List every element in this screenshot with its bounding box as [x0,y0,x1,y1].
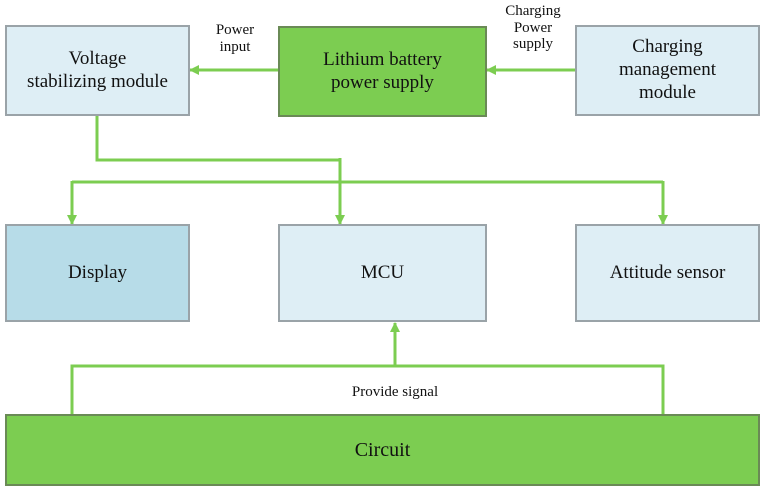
battery-line1: Lithium battery [323,48,442,70]
battery-line2: power supply [331,71,434,93]
charging-power-supply-label: Charging Power supply [490,3,576,53]
mcu-box: MCU [278,224,487,322]
voltage-distribution-line [95,116,340,162]
power-input-line2: input [219,39,251,56]
voltage-module-line1: Voltage [68,47,127,69]
power-input-label: Power input [200,22,270,57]
charging-management-box: Charging management module [575,25,760,116]
voltage-stabilizing-module-box: Voltage stabilizing module [5,25,190,116]
circuit-box: Circuit [5,414,760,486]
charging-power-line2: Power [513,19,553,36]
power-input-line1: Power [215,22,255,38]
display-label: Display [67,261,128,283]
lithium-battery-box: Lithium battery power supply [278,26,487,117]
charging-line3: module [638,81,696,103]
display-box: Display [5,224,190,322]
circuit-label: Circuit [354,439,411,461]
attitude-sensor-box: Attitude sensor [575,224,760,322]
signal-loop-line [70,364,665,414]
charging-power-line3: supply [512,36,553,52]
attitude-label: Attitude sensor [609,261,726,283]
mcu-label: MCU [360,261,405,283]
provide-signal-label: Provide signal [351,384,439,400]
charging-power-line1: Charging [505,3,561,19]
charging-line2: management [618,59,717,81]
voltage-module-line2: stabilizing module [27,70,168,92]
charging-line1: Charging [632,36,703,58]
